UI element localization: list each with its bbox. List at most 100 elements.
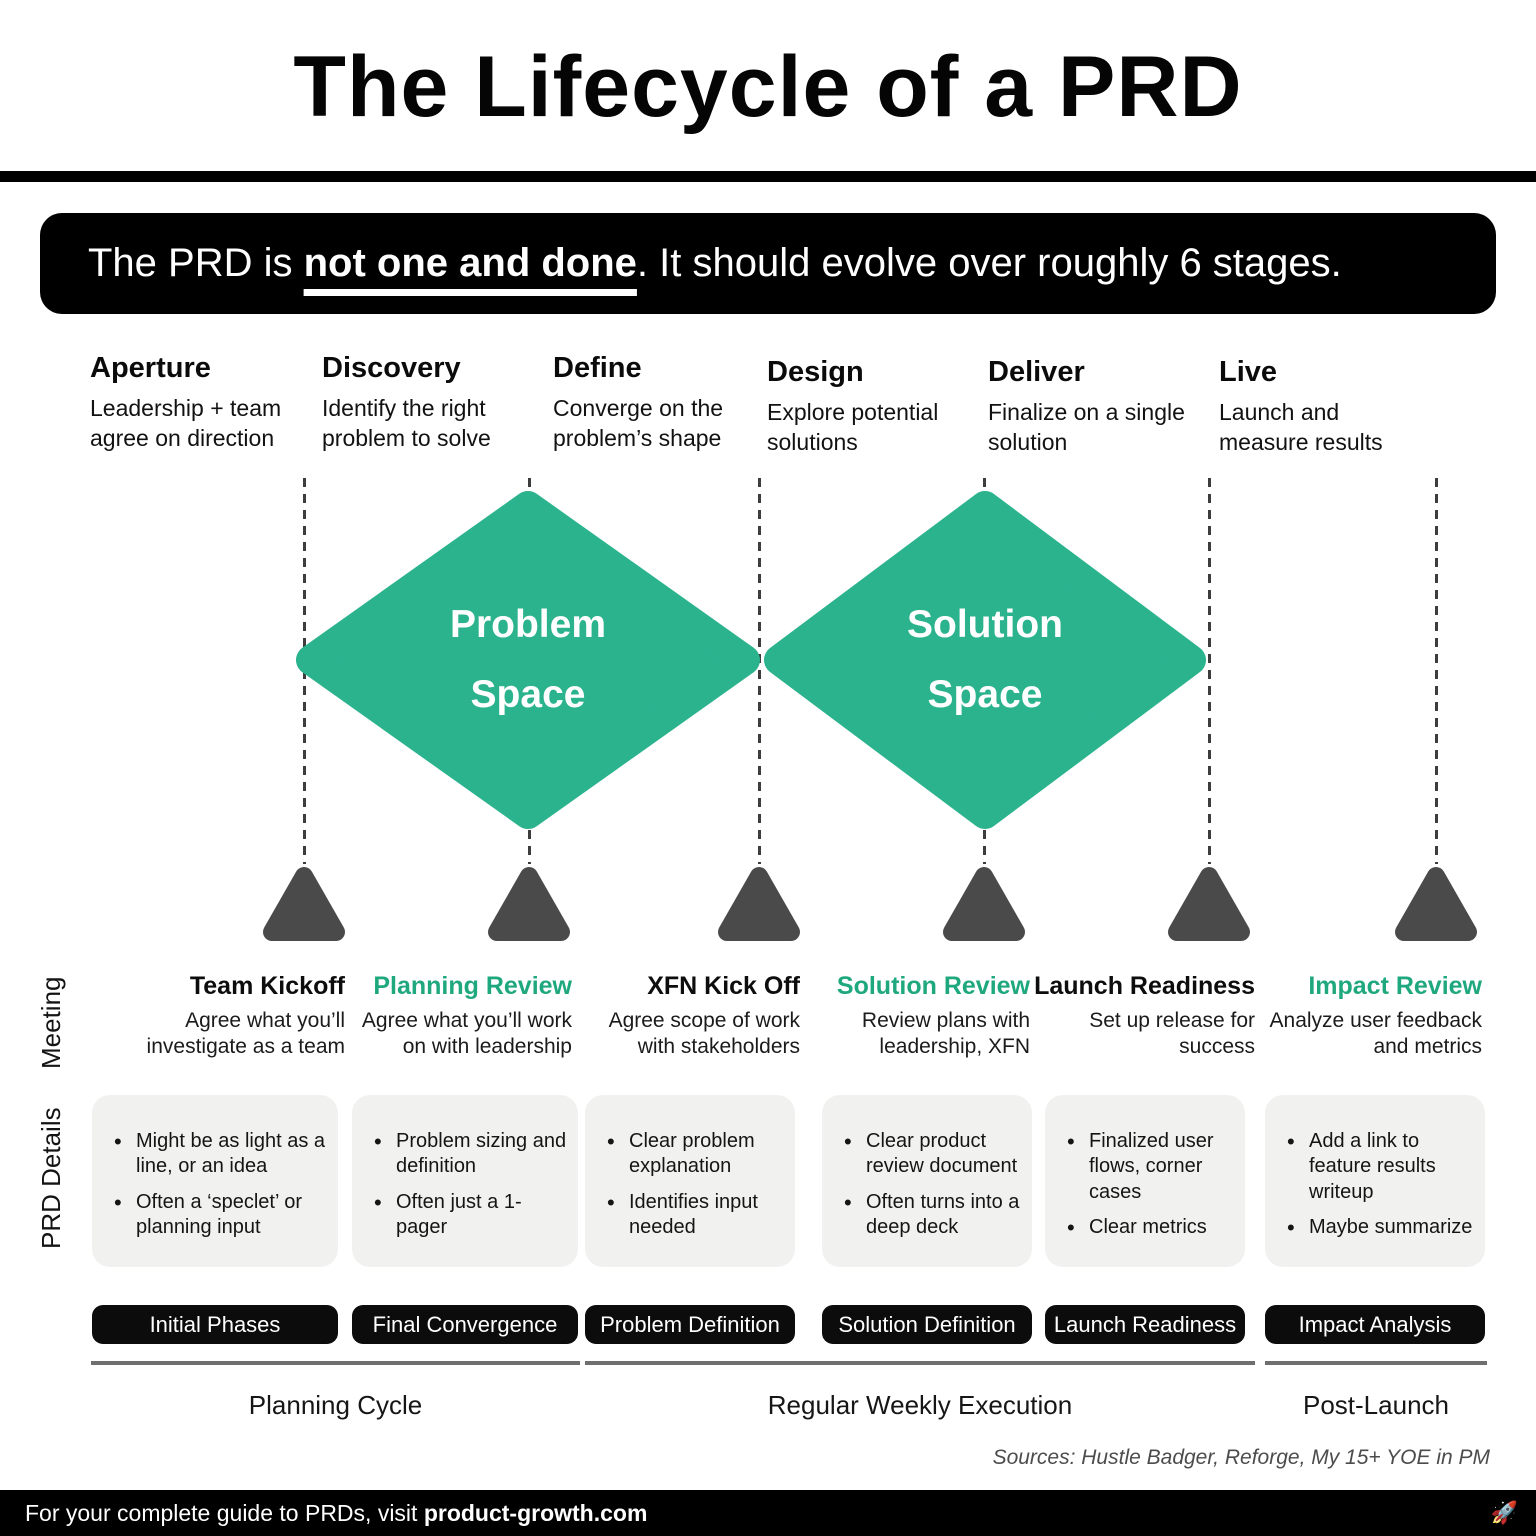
milestone-triangle-icon-2 [488, 867, 570, 941]
bullet-item: Identifies input needed [605, 1189, 787, 1241]
bullet-item: Problem sizing and definition [372, 1128, 570, 1180]
milestone-triangle-icon-5 [1168, 867, 1250, 941]
stage-subtitle: Leadership + team agree on direction [90, 395, 282, 451]
footer-bar: For your complete guide to PRDs, visit p… [0, 1490, 1536, 1536]
cycle-label-planning: Planning Cycle [248, 1390, 423, 1420]
timeline-dashed-line-3 [758, 478, 761, 864]
meeting-launch-readiness: Launch Readiness Set up release for succ… [1025, 972, 1255, 1061]
cycle-bracket-line-post-launch [1265, 1361, 1487, 1365]
diamond-label-line: Space [927, 673, 1043, 716]
stage-subtitle: Explore potential solutions [767, 399, 939, 455]
bullet-list: Problem sizing and definition Often just… [372, 1128, 570, 1241]
solution-space-label: Solution Space [763, 490, 1207, 830]
meeting-xfn-kick-off: XFN Kick Off Agree scope of work with st… [570, 972, 800, 1061]
stage-subtitle: Finalize on a single solution [988, 399, 1185, 455]
meeting-planning-review: Planning Review Agree what you’ll work o… [342, 972, 572, 1061]
cycle-label-post-launch: Post-Launch [1303, 1390, 1449, 1420]
timeline-dashed-line-6 [1435, 478, 1438, 864]
meeting-subtitle: Agree what you’ll work on with leadershi… [361, 1009, 572, 1059]
phase-pill-initial-phases: Initial Phases [92, 1305, 338, 1344]
bullet-item: Add a link to feature results writeup [1285, 1128, 1477, 1205]
sources-note: Sources: Hustle Badger, Reforge, My 15+ … [992, 1446, 1490, 1469]
prd-details-row-label: PRD Details [36, 1107, 66, 1249]
bullet-list: Might be as light as a line, or an idea … [112, 1128, 330, 1241]
stage-title: Live [1219, 356, 1278, 388]
banner-suffix: . It should evolve over roughly 6 stages… [636, 241, 1342, 285]
stage-title: Design [767, 356, 864, 388]
meeting-title: XFN Kick Off [647, 972, 800, 1000]
footer-text-prefix: For your complete guide to PRDs, visit [25, 1499, 424, 1526]
meeting-solution-review: Solution Review Review plans with leader… [800, 972, 1030, 1061]
key-message-banner: The PRD is not one and done. It should e… [40, 213, 1496, 314]
cycle-bracket-line-planning [91, 1361, 580, 1365]
meeting-subtitle: Review plans with leadership, XFN [861, 1009, 1030, 1059]
diamond-label-line: Space [470, 673, 586, 716]
meeting-subtitle: Analyze user feedback and metrics [1269, 1009, 1482, 1059]
phase-pill-solution-definition: Solution Definition [822, 1305, 1032, 1344]
meeting-title: Solution Review [836, 972, 1030, 1000]
banner-prefix: The PRD is [88, 241, 304, 285]
bullet-item: Often a ‘speclet’ or planning input [112, 1189, 330, 1241]
prd-details-box-2: Problem sizing and definition Often just… [352, 1095, 578, 1267]
banner-text: The PRD is not one and done. It should e… [88, 241, 1342, 286]
milestone-triangle-icon-3 [718, 867, 800, 941]
bullet-item: Clear metrics [1065, 1214, 1237, 1242]
solution-space-diamond [764, 491, 1206, 829]
cycle-bracket-line-execution [585, 1361, 1255, 1365]
bullet-item: Maybe summarize [1285, 1214, 1477, 1242]
phase-pill-problem-definition: Problem Definition [585, 1305, 795, 1344]
stage-header-live: Live Launch and measure results [1219, 356, 1404, 458]
diamond-label-line: Solution [907, 603, 1063, 646]
bullet-item: Clear product review document [842, 1128, 1024, 1180]
milestone-triangle-icon-1 [263, 867, 345, 941]
stage-title: Deliver [988, 356, 1085, 388]
milestone-triangle-icon-4 [943, 867, 1025, 941]
problem-space-diamond [296, 491, 760, 829]
bullet-item: Might be as light as a line, or an idea [112, 1128, 330, 1180]
meeting-subtitle: Agree what you’ll investigate as a team [146, 1009, 345, 1059]
cycle-label-execution: Regular Weekly Execution [767, 1390, 1073, 1420]
page-title: The Lifecycle of a PRD [293, 39, 1243, 135]
stage-header-aperture: Aperture Leadership + team agree on dire… [90, 352, 308, 454]
milestone-triangle-icon-6 [1395, 867, 1477, 941]
phase-pill-launch-readiness: Launch Readiness [1045, 1305, 1245, 1344]
bullet-item: Finalized user flows, corner cases [1065, 1128, 1237, 1205]
stage-subtitle: Converge on the problem’s shape [553, 395, 724, 451]
bullet-list: Add a link to feature results writeup Ma… [1285, 1128, 1477, 1243]
bullet-list: Clear problem explanation Identifies inp… [605, 1128, 787, 1241]
stage-title: Define [553, 352, 642, 384]
meeting-subtitle: Agree scope of work with stakeholders [608, 1009, 800, 1059]
header-divider [0, 171, 1536, 182]
stage-title: Discovery [322, 352, 461, 384]
meeting-row-label: Meeting [36, 976, 66, 1070]
prd-details-box-3: Clear problem explanation Identifies inp… [585, 1095, 795, 1267]
rocket-icon: 🚀 [1490, 1500, 1518, 1525]
diamond-label-line: Problem [449, 603, 607, 646]
stage-header-discovery: Discovery Identify the right problem to … [322, 352, 540, 454]
bullet-list: Clear product review document Often turn… [842, 1128, 1024, 1241]
stage-subtitle: Identify the right problem to solve [322, 395, 491, 451]
bullet-list: Finalized user flows, corner cases Clear… [1065, 1128, 1237, 1243]
banner-highlight: not one and done [303, 241, 637, 285]
meeting-title: Planning Review [373, 972, 572, 1000]
prd-details-box-1: Might be as light as a line, or an idea … [92, 1095, 338, 1267]
phase-pill-final-convergence: Final Convergence [352, 1305, 578, 1344]
meeting-team-kickoff: Team Kickoff Agree what you’ll investiga… [115, 972, 345, 1061]
prd-details-box-6: Add a link to feature results writeup Ma… [1265, 1095, 1485, 1267]
prd-details-box-5: Finalized user flows, corner cases Clear… [1045, 1095, 1245, 1267]
prd-details-box-4: Clear product review document Often turn… [822, 1095, 1032, 1267]
meeting-subtitle: Set up release for success [1089, 1009, 1255, 1059]
bullet-item: Often turns into a deep deck [842, 1189, 1024, 1241]
footer-text: For your complete guide to PRDs, visit p… [25, 1500, 647, 1527]
stage-title: Aperture [90, 352, 211, 384]
stage-header-design: Design Explore potential solutions [767, 356, 985, 458]
problem-space-label: Problem Space [295, 490, 761, 830]
footer-link[interactable]: product-growth.com [423, 1499, 648, 1526]
timeline-dashed-line-5 [1208, 478, 1211, 864]
meeting-title: Impact Review [1308, 972, 1482, 1000]
stage-header-deliver: Deliver Finalize on a single solution [988, 356, 1206, 458]
stage-subtitle: Launch and measure results [1219, 399, 1383, 455]
phase-pill-impact-analysis: Impact Analysis [1265, 1305, 1485, 1344]
meeting-title: Team Kickoff [189, 972, 345, 1000]
